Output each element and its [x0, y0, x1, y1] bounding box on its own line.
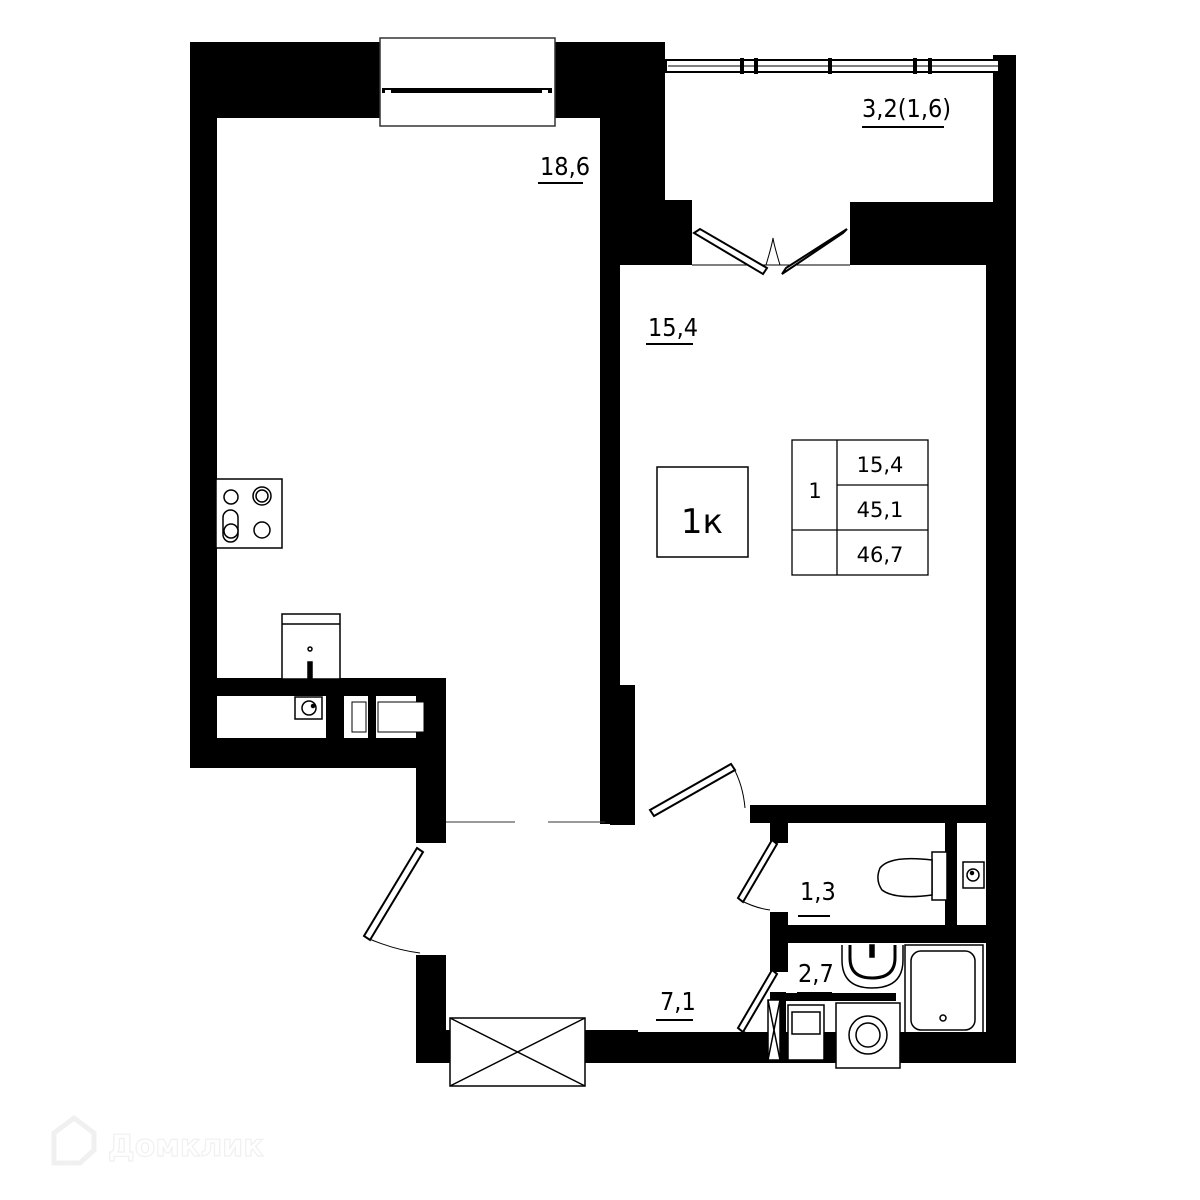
balcony-glazing	[665, 58, 1000, 74]
boiler-icon	[294, 696, 323, 720]
kitchen-sink-icon	[281, 613, 341, 681]
stove-icon	[215, 478, 283, 549]
area-label-bedroom: 15,4	[648, 313, 698, 342]
riser-icon	[962, 861, 985, 889]
room-labels: 18,6 15,4 3,2(1,6) 1,3 2,7 7,1	[538, 94, 951, 1021]
apartment-type-badge: 1к	[656, 466, 749, 558]
watermark: Домклик	[51, 1114, 264, 1166]
total-with-balcony-value: 46,7	[857, 543, 904, 567]
bathtub-icon	[904, 944, 984, 1036]
door-bedroom[interactable]	[648, 762, 746, 818]
area-label-bathroom: 2,7	[798, 959, 834, 988]
area-label-balcony: 3,2(1,6)	[862, 94, 951, 123]
area-label-hallway: 7,1	[660, 987, 696, 1016]
area-summary-values: 1 15,4 45,1 46,7	[808, 453, 903, 567]
washbasin-icon	[841, 944, 904, 989]
window-kitchen	[379, 37, 556, 127]
area-label-toilet: 1,3	[800, 877, 836, 906]
washing-machine-icon	[835, 1002, 901, 1069]
watermark-text: Домклик	[108, 1129, 264, 1164]
area-summary-table	[791, 439, 929, 576]
door-entrance[interactable]	[362, 846, 425, 954]
house-logo-icon	[51, 1114, 97, 1166]
apartment-type-text: 1к	[681, 502, 723, 542]
walls	[190, 42, 1016, 1063]
wardrobe-icon	[449, 1017, 586, 1087]
total-area-value: 45,1	[857, 498, 904, 522]
living-area-value: 15,4	[857, 453, 904, 477]
shelf-cabinet-icon	[767, 999, 825, 1061]
rooms-count: 1	[808, 479, 821, 503]
toilet-icon	[877, 851, 948, 901]
counter-cabinets	[351, 701, 425, 733]
door-toilet[interactable]	[736, 838, 779, 911]
area-label-kitchen: 18,6	[540, 152, 590, 181]
door-balcony[interactable]	[692, 227, 850, 276]
